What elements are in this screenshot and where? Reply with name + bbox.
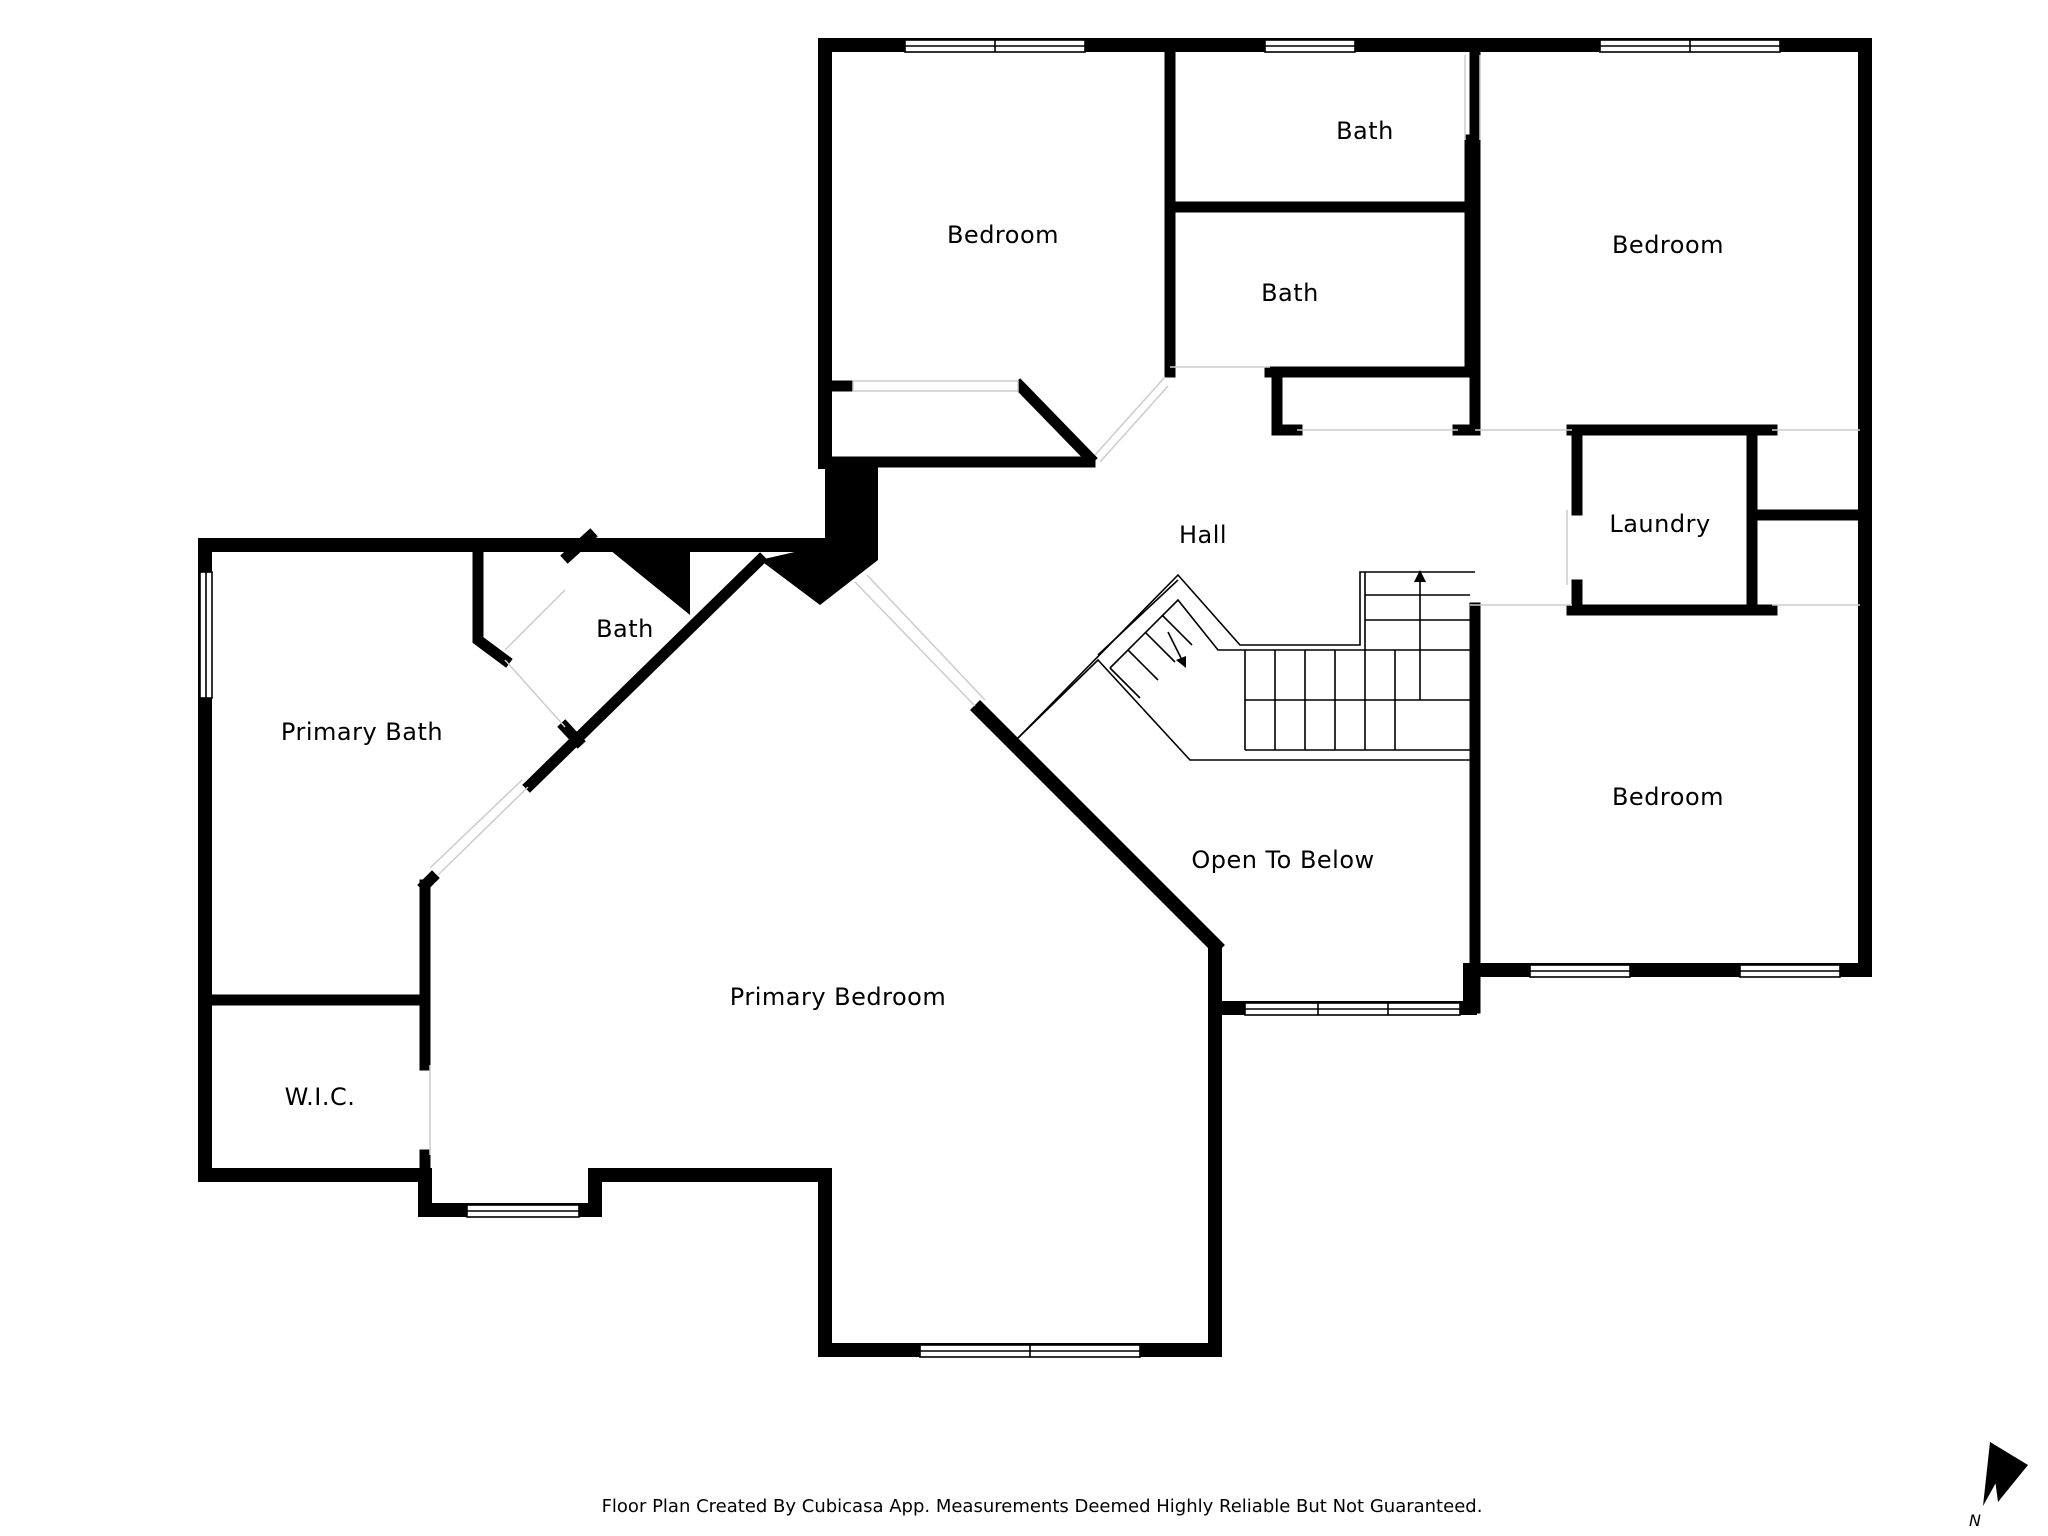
- label-hall: Hall: [1179, 521, 1227, 549]
- door-openings: [429, 55, 1860, 1155]
- staircase: [1017, 570, 1475, 761]
- windows: [199, 39, 1841, 1358]
- label-wic: W.I.C.: [285, 1083, 356, 1111]
- structural-column-2: [760, 462, 878, 605]
- label-bath-top: Bath: [1336, 117, 1394, 145]
- interior-walls: [819, 39, 1871, 1014]
- label-bedroom-ne: Bedroom: [1612, 231, 1724, 259]
- compass-letter: N: [1969, 1511, 1981, 1530]
- label-bath-mid: Bath: [1261, 279, 1319, 307]
- structural-column: [610, 550, 690, 615]
- label-laundry: Laundry: [1609, 510, 1710, 538]
- label-bedroom-se: Bedroom: [1612, 783, 1724, 811]
- label-bath-small: Bath: [596, 615, 654, 643]
- label-open-to-below: Open To Below: [1191, 846, 1374, 874]
- label-bedroom-nw: Bedroom: [947, 221, 1059, 249]
- footer-disclaimer: Floor Plan Created By Cubicasa App. Meas…: [602, 1496, 1483, 1517]
- north-arrow-icon: N: [1969, 1442, 2028, 1530]
- room-labels: Bedroom Bath Bath Bedroom Hall Laundry B…: [281, 117, 1724, 1111]
- label-primary-bedroom: Primary Bedroom: [730, 983, 946, 1011]
- label-primary-bath: Primary Bath: [281, 718, 443, 746]
